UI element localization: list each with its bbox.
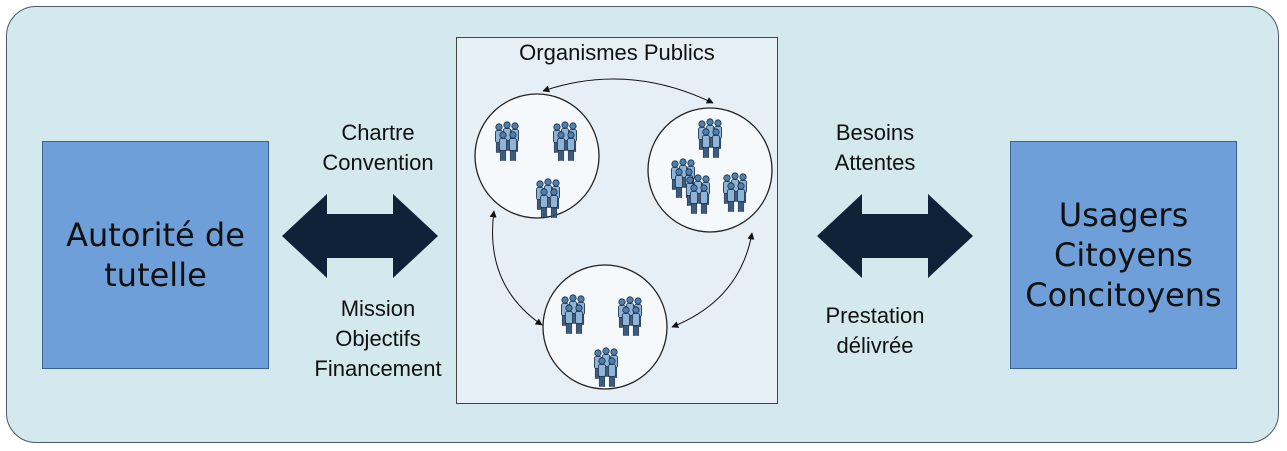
authority-box: Autorité de tutelle [42, 141, 269, 369]
right-double-arrow [817, 194, 973, 278]
public-bodies-title: Organismes Publics [519, 40, 715, 65]
users-box: Usagers Citoyens Concitoyens [1010, 141, 1237, 369]
arc-right [671, 232, 755, 328]
users-label: Usagers Citoyens Concitoyens [1025, 196, 1222, 314]
left-arrow-top-label: Chartre Convention [322, 120, 434, 175]
left-double-arrow [282, 194, 438, 278]
left-arrow-bottom-label: Mission Objectifs Financement [314, 296, 442, 381]
right-arrow-top-label: Besoins Attentes [834, 120, 916, 175]
arc-top [542, 78, 714, 104]
authority-label: Autorité de tutelle [66, 216, 245, 294]
arc-left [489, 210, 543, 326]
right-arrow-bottom-label: Prestation délivrée [825, 303, 925, 358]
